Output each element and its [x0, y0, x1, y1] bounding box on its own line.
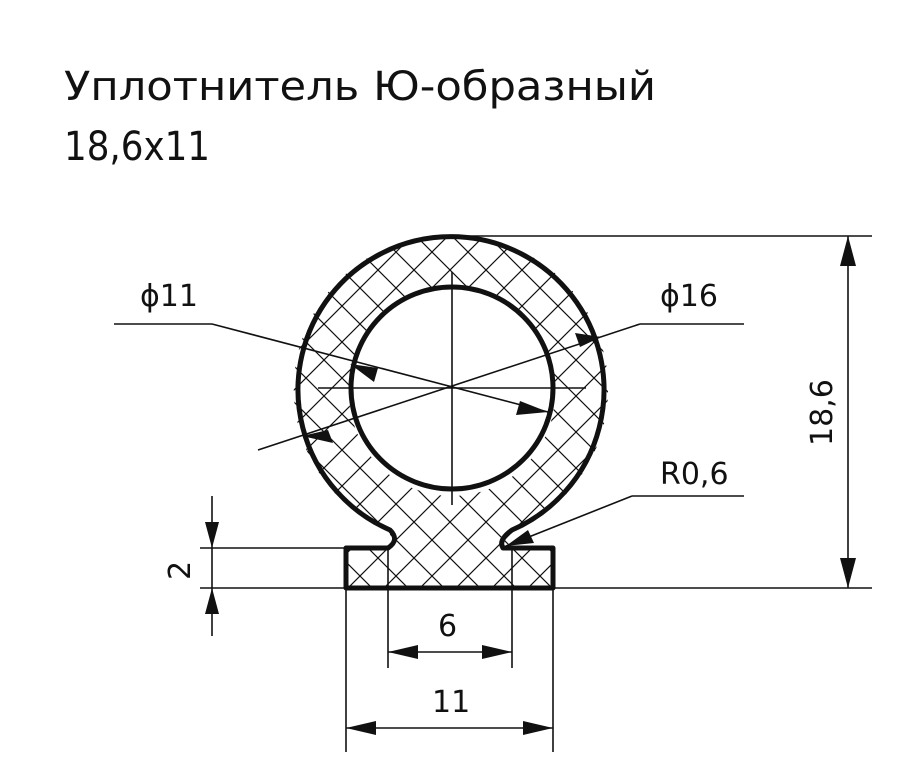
- title-line-2: 18,6x11: [64, 124, 210, 170]
- dimension-gap-label: 6: [438, 609, 457, 644]
- dimension-height-label: 18,6: [805, 379, 840, 446]
- dimension-outer-diameter-label: ϕ16: [660, 279, 718, 314]
- seal-outer-contour: [295, 234, 607, 591]
- dimension-inner-diameter-label: ϕ11: [140, 279, 198, 314]
- dimension-outer-diameter: ϕ16: [257, 279, 744, 451]
- dimension-gap: 6: [387, 548, 513, 668]
- dimension-base-width-label: 11: [432, 685, 470, 720]
- dimension-flange: 2: [163, 496, 219, 636]
- dimension-height: 18,6: [805, 236, 856, 588]
- dimension-inner-diameter: ϕ11: [114, 279, 549, 415]
- title-line-1: Уплотнитель Ю-образный: [64, 64, 656, 110]
- dimension-base-width: 11: [345, 588, 554, 752]
- dimension-flange-label: 2: [163, 561, 198, 580]
- dimension-radius: R0,6: [505, 457, 744, 547]
- dimension-radius-label: R0,6: [660, 457, 729, 492]
